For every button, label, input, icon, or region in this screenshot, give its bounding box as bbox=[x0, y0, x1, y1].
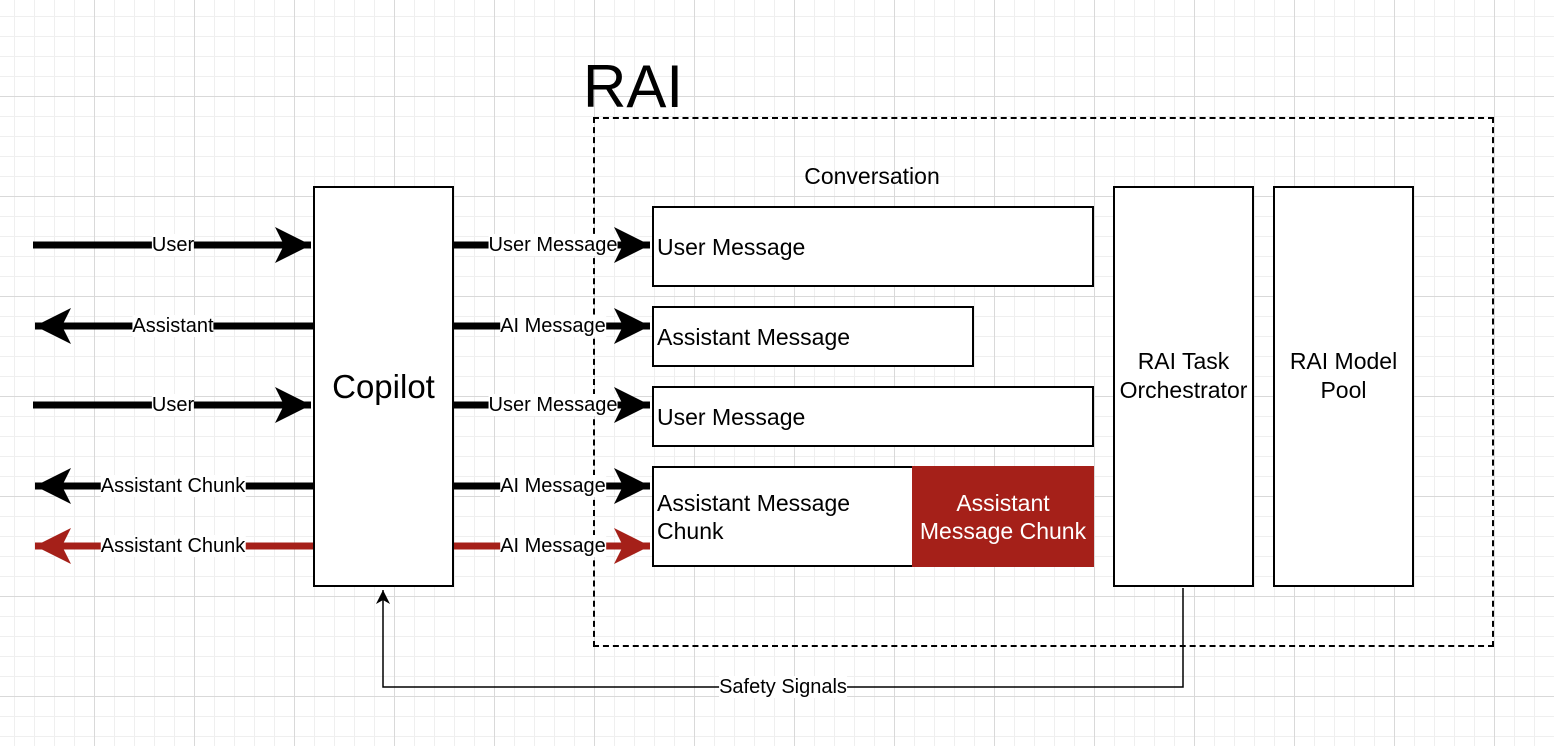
conversation-label: Conversation bbox=[804, 163, 940, 189]
copilot-to-conversation-label: AI Message bbox=[500, 315, 606, 337]
rai-model-pool-label: RAI Model Pool bbox=[1289, 347, 1398, 403]
message-label: Assistant Message bbox=[657, 323, 851, 350]
external-edge-label: User bbox=[151, 234, 195, 256]
rai-model-pool-node[interactable]: RAI Model Pool bbox=[1273, 186, 1414, 587]
copilot-label: Copilot bbox=[332, 367, 435, 405]
external-edge-label: Assistant Chunk bbox=[100, 475, 246, 497]
copilot-node[interactable]: Copilot bbox=[313, 186, 454, 587]
copilot-to-conversation-label: AI Message bbox=[500, 475, 606, 497]
external-edge-label: User bbox=[151, 394, 195, 416]
message-label: User Message bbox=[657, 233, 806, 260]
rai-title: RAI bbox=[583, 53, 684, 120]
conversation-user-message-2[interactable]: User Message bbox=[652, 386, 1094, 447]
conversation-assistant-message-chunk[interactable]: Assistant Message Chunk bbox=[652, 466, 914, 567]
message-label: Assistant Message Chunk bbox=[919, 489, 1087, 544]
copilot-to-conversation-label: User Message bbox=[488, 394, 618, 416]
safety-signals-label: Safety Signals bbox=[719, 676, 847, 698]
rai-task-orchestrator-label: RAI Task Orchestrator bbox=[1119, 347, 1248, 403]
copilot-to-conversation-label: User Message bbox=[488, 234, 618, 256]
external-edge-label: Assistant bbox=[132, 315, 214, 337]
rai-boundary-frame bbox=[593, 117, 1494, 647]
message-label: Assistant Message Chunk bbox=[657, 489, 851, 544]
external-edge-label: Assistant Chunk bbox=[100, 535, 246, 557]
message-label: User Message bbox=[657, 403, 806, 430]
copilot-to-conversation-label: AI Message bbox=[500, 535, 606, 557]
conversation-assistant-message[interactable]: Assistant Message bbox=[652, 306, 974, 367]
rai-task-orchestrator-node[interactable]: RAI Task Orchestrator bbox=[1113, 186, 1254, 587]
conversation-user-message-1[interactable]: User Message bbox=[652, 206, 1094, 287]
conversation-assistant-message-chunk-flagged[interactable]: Assistant Message Chunk bbox=[912, 466, 1094, 567]
